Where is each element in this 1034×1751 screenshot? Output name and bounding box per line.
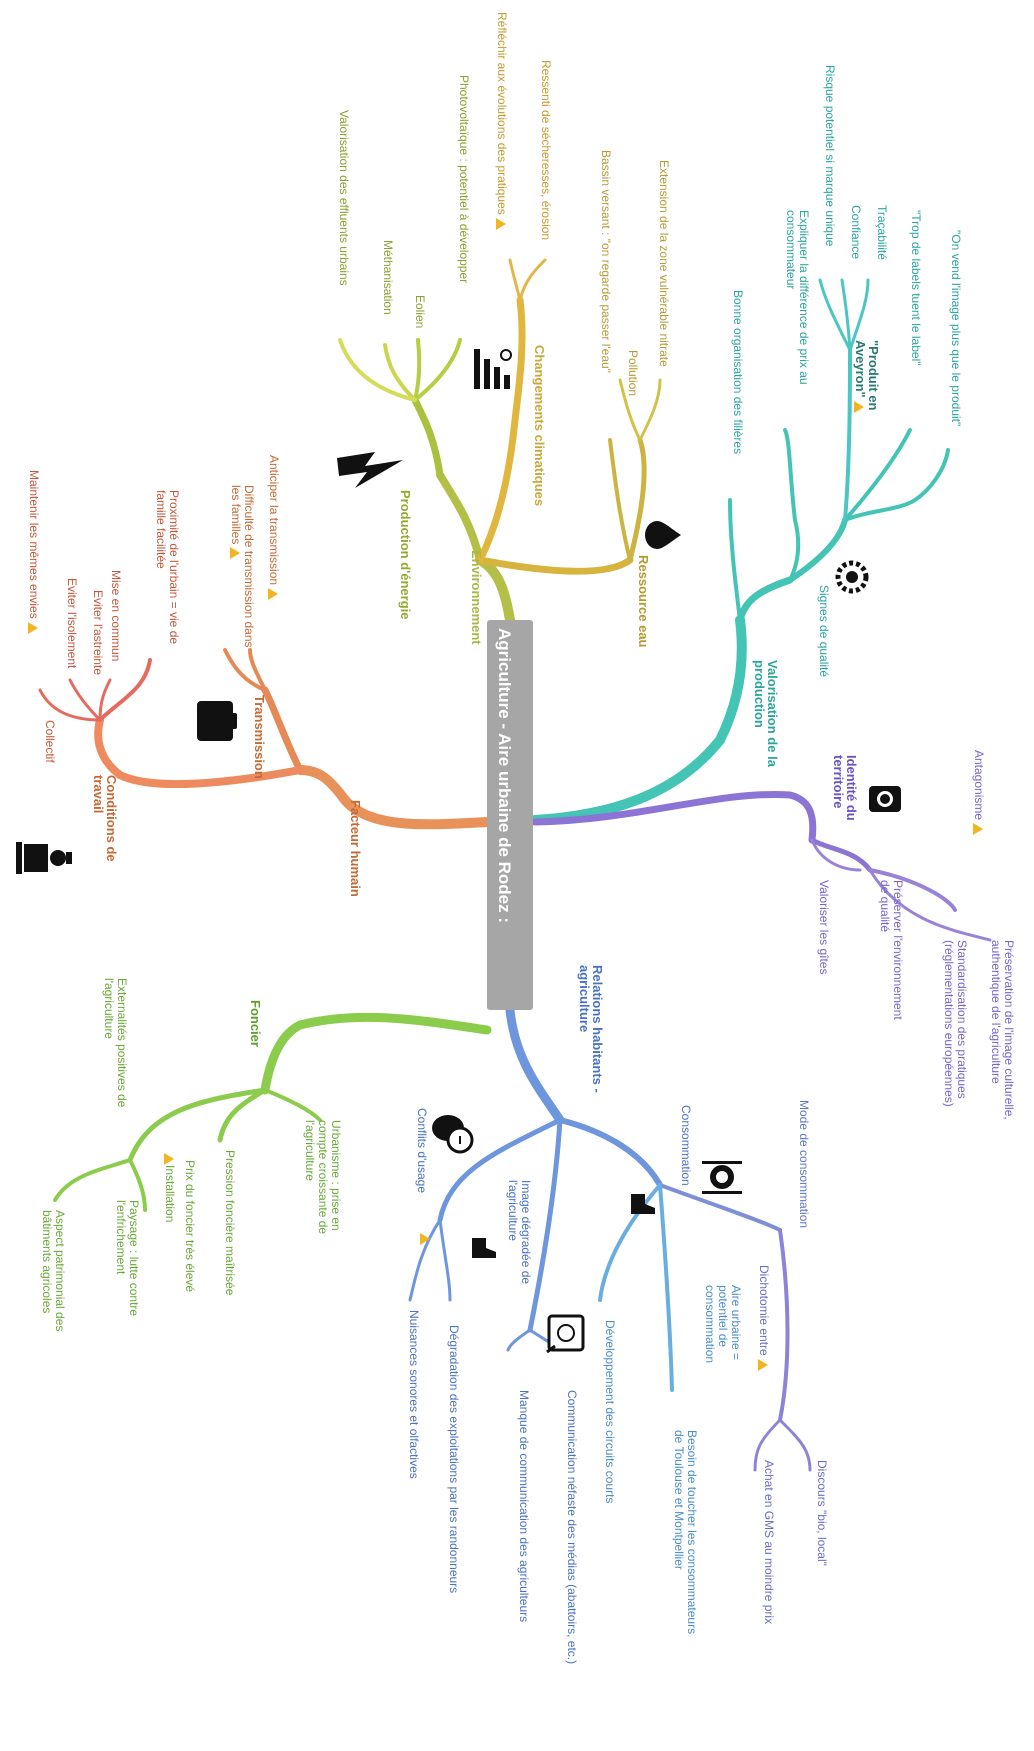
- leaf-degradation-randonneurs: Dégradation des exploitations par les ra…: [447, 1325, 461, 1594]
- leaf-eviter-astreinte: Eviter l'astreinte: [91, 590, 105, 675]
- thermometer-icon: [474, 349, 512, 389]
- leaf-manque-communication: Manque de communication des agriculteurs: [517, 1390, 531, 1623]
- leaf-zone-nitrate: Extension de la zone vulnérable nitrate: [657, 160, 671, 367]
- leaf-difference-prix: Expliquer la différence de prix au conso…: [784, 210, 811, 385]
- cutlery-icon: [702, 1161, 742, 1194]
- leaf-collectif: Collectif: [43, 720, 57, 763]
- node-facteur-humain[interactable]: Facteur humain: [348, 800, 363, 897]
- warning-icon: [496, 217, 507, 230]
- leaf-antagonisme: Antagonisme: [972, 750, 986, 836]
- leaf-achat-gms: Achat en GMS au moindre prix: [762, 1460, 776, 1625]
- warning-icon: [973, 823, 984, 836]
- node-conditions-travail[interactable]: Conditions de travail: [91, 775, 119, 862]
- node-conflits-usage[interactable]: Conflits d'usage: [415, 1108, 429, 1194]
- leaf-confiance: Confiance: [849, 205, 863, 260]
- warning-icon: [28, 621, 39, 634]
- leaf-externalites: Externalités positives de l'agriculture: [102, 978, 129, 1108]
- thumb-icon: [631, 1194, 655, 1214]
- node-identite-territoire[interactable]: Identité du territoire: [831, 755, 859, 821]
- leaf-environnement-qualite: Préserver l'environnement de qualité: [878, 880, 905, 1020]
- warning-icon: [230, 547, 241, 560]
- node-consommation[interactable]: Consommation: [679, 1105, 693, 1186]
- node-valorisation-production[interactable]: Valorisation de la production: [752, 660, 780, 767]
- leaf-secheresses: Ressenti de sécheresses, érosion: [539, 60, 553, 241]
- conflits-warning: [419, 1230, 432, 1245]
- leaf-trop-labels: "Trop de labels tuent le label": [909, 210, 923, 366]
- leaf-toulouse-montpellier: Besoin de toucher les consommateurs de T…: [672, 1430, 699, 1635]
- leaf-proximite-urbain: Proximité de l'urbain = vie de famille f…: [154, 490, 181, 645]
- warning-icon: [164, 1153, 175, 1165]
- leaf-potentiel-consommation: Aire urbaine = potentiel de consommation: [703, 1285, 743, 1364]
- leaf-pollution: Pollution: [626, 350, 640, 397]
- node-foncier[interactable]: Foncier: [248, 1000, 263, 1047]
- node-production-energie[interactable]: Production d'énergie: [398, 490, 413, 620]
- leaf-standardisation: Standardisation des pratiques (réglement…: [942, 940, 969, 1107]
- leaf-dichotomie: Dichotomie entre: [757, 1265, 771, 1371]
- leaf-circuits-courts: Développement des circuits courts: [603, 1320, 617, 1504]
- leaf-memes-envies: Maintenir les mêmes envies: [27, 470, 41, 634]
- node-produit-aveyron[interactable]: "Produit en Aveyron": [853, 340, 881, 430]
- leaf-image-culturelle: Préservation de l'image culturelle, auth…: [989, 940, 1016, 1120]
- warning-icon: [758, 1358, 769, 1371]
- leaf-photovoltaique: Photovoltaïque : potentiel à développer: [457, 75, 471, 284]
- leaf-prix-foncier: Prix du foncier très élevé: [183, 1160, 197, 1293]
- leaf-effluents: Valorisation des effluents urbains: [337, 110, 351, 286]
- leaf-methanisation: Méthanisation: [381, 240, 395, 315]
- leaf-communication-medias: Communication néfaste des médias (abatto…: [565, 1390, 579, 1665]
- rosette-icon: [835, 560, 869, 594]
- node-environnement[interactable]: Environnement: [469, 550, 484, 645]
- leaf-patrimonial: Aspect patrimonial des bâtiments agricol…: [40, 1210, 67, 1332]
- warning-icon: [420, 1233, 431, 1245]
- leaf-pression-fonciere: Pression foncière maîtrisée: [223, 1150, 237, 1296]
- node-transmission[interactable]: Transmission: [252, 695, 267, 779]
- leaf-nuisances: Nuisances sonores et olfactives: [407, 1310, 421, 1479]
- leaf-eolien: Eolien: [413, 295, 427, 329]
- central-topic-label: Agriculture - Aire urbaine de Rodez :: [495, 628, 514, 924]
- leaf-bassin-versant: Bassin versant : "on regarde passer l'ea…: [599, 150, 613, 373]
- leaf-paysage: Paysage : lutte contre l'enfrichement: [114, 1200, 141, 1317]
- thumb-icon: [472, 1238, 496, 1258]
- leaf-installation: Installation: [163, 1150, 177, 1222]
- lightning-icon: [337, 452, 403, 488]
- chat-icon: [432, 1115, 474, 1154]
- drop-icon: [645, 521, 681, 549]
- central-topic[interactable]: Agriculture - Aire urbaine de Rodez :: [487, 620, 533, 1010]
- node-ressource-eau[interactable]: Ressource eau: [636, 555, 651, 648]
- warning-icon: [854, 400, 865, 413]
- camera-icon: [869, 786, 901, 812]
- leaf-reflechir-pratiques: Réfléchir aux évolutions des pratiques: [495, 12, 509, 230]
- leaf-urbanisme: Urbanisme : prise en compte croissante d…: [303, 1120, 343, 1235]
- worker-icon: [16, 842, 72, 874]
- leaf-vend-image: "On vend l'image plus que le produit": [949, 230, 963, 427]
- node-image-degradee[interactable]: Image dégradée de l'agriculture: [506, 1180, 533, 1285]
- leaf-marque-unique: Risque potentiel si marque unique: [823, 65, 837, 247]
- node-relations-habitants[interactable]: Relations habitants - agriculture: [577, 965, 605, 1093]
- leaf-anticiper-transmission: Anticiper la transmission: [267, 455, 281, 601]
- leaf-eviter-isolement: Eviter l'isolement: [65, 578, 79, 669]
- leaf-discours-bio: Discours "bio, local": [815, 1460, 829, 1566]
- leaf-filieres: Bonne organisation des filières: [731, 290, 745, 455]
- leaf-gites: Valoriser les gîtes: [817, 880, 831, 975]
- node-signes-qualite[interactable]: Signes de qualité: [817, 585, 831, 678]
- leaf-mise-en-commun: Mise en commun: [109, 570, 123, 662]
- leaf-tracabilite: Traçabilité: [875, 205, 889, 260]
- leaf-mode-consommation: Mode de consommation: [797, 1100, 811, 1229]
- node-changements-climatiques[interactable]: Changements climatiques: [532, 345, 547, 507]
- briefcase-icon: [197, 701, 237, 741]
- media-icon: [546, 1314, 585, 1354]
- warning-icon: [268, 588, 279, 601]
- leaf-difficulte-transmission: Difficulté de transmission dans les fami…: [229, 485, 256, 648]
